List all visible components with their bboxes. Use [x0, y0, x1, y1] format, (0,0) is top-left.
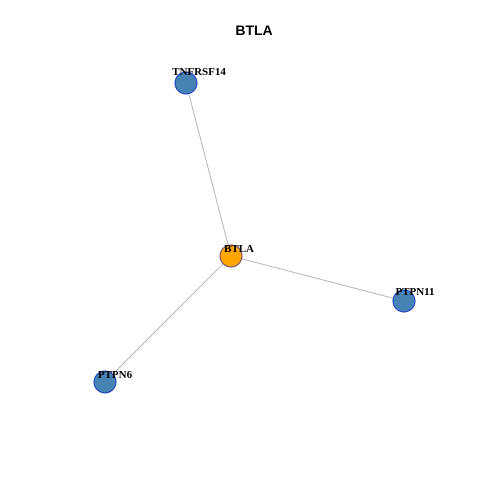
- node-ptpn6: [93, 370, 117, 394]
- diagram-title: BTLA: [235, 22, 272, 38]
- nodes-layer: [93, 71, 416, 394]
- node-label-ptpn6: PTPN6: [98, 369, 133, 381]
- edges-layer: [104, 82, 405, 383]
- node-btla: [219, 244, 243, 268]
- edge-btla-tnfrsf14: [185, 82, 232, 257]
- node-label-ptpn11: PTPN11: [395, 286, 434, 298]
- node-ptpn11: [392, 289, 416, 313]
- node-tnfrsf14: [174, 71, 198, 95]
- edge-btla-ptpn6: [104, 255, 232, 383]
- node-label-btla: BTLA: [224, 243, 254, 255]
- edge-btla-ptpn11: [230, 255, 405, 302]
- node-label-tnfrsf14: TNFRSF14: [172, 66, 226, 78]
